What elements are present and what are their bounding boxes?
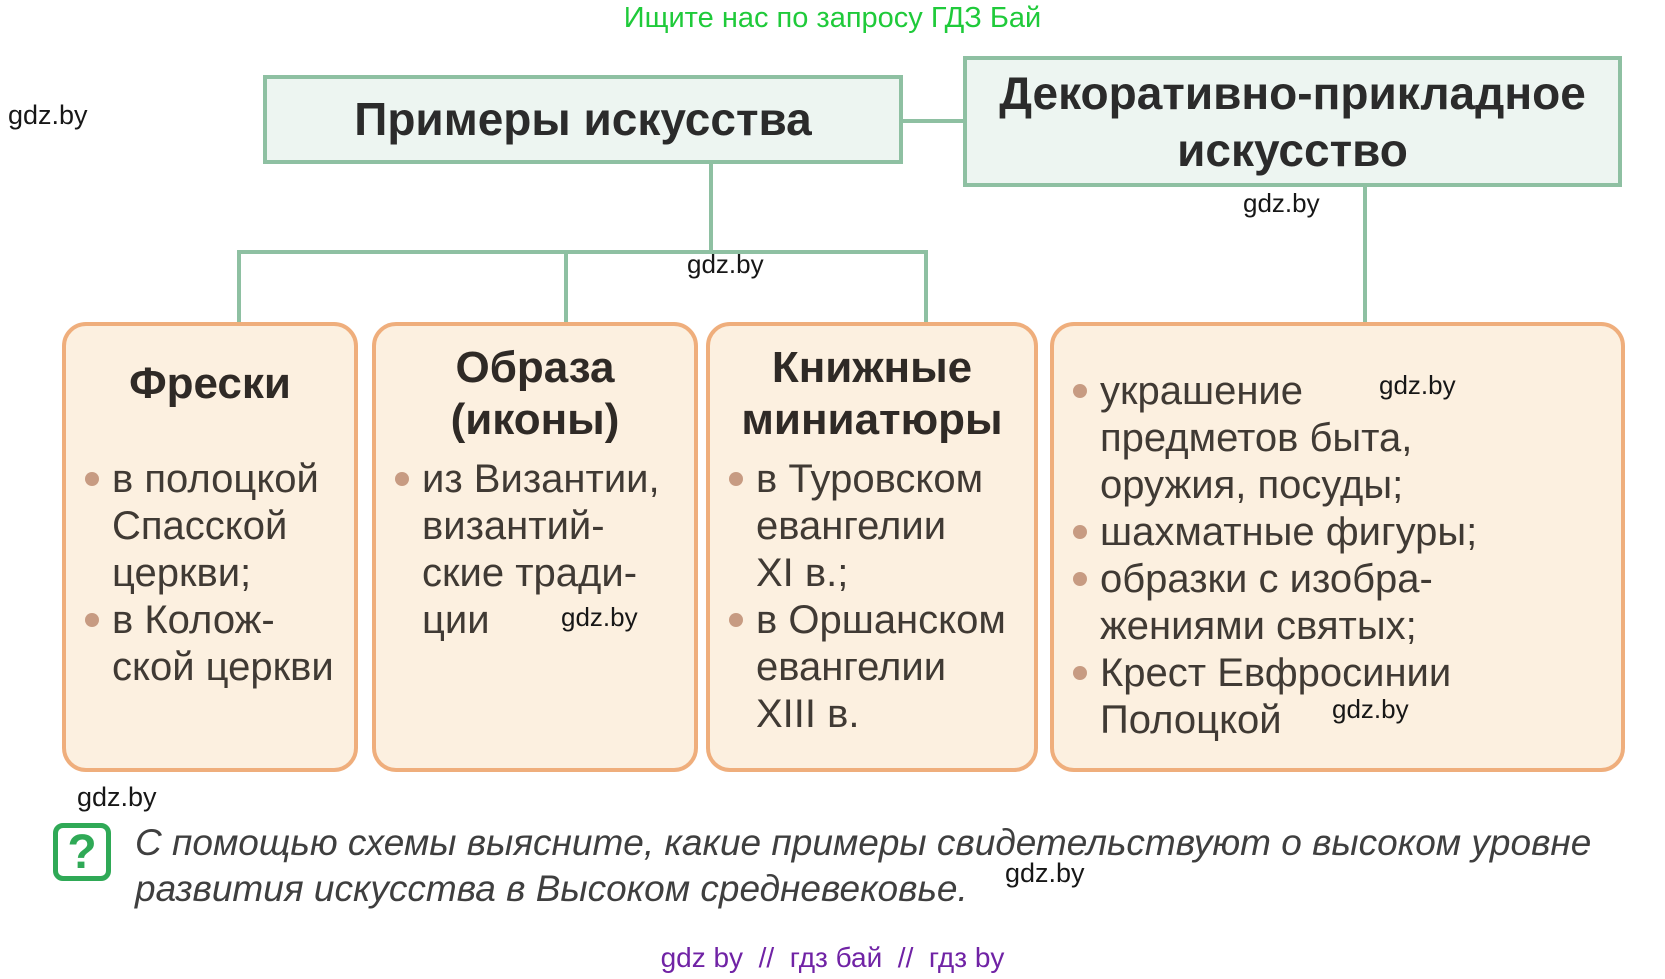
watermark-gdzby: gdz.by <box>8 100 88 130</box>
question-line-2: развития искусства в Высоком средневеков… <box>135 868 968 909</box>
box-knizhnye-miniatyury: Книжные миниатюры в Туровском евангелии … <box>706 322 1038 772</box>
bullet-dot-icon <box>729 613 743 627</box>
box-title: Фрески <box>129 359 291 408</box>
bullet-text: из Византии, византий- ские тради- ции <box>422 457 660 642</box>
bullet-dot-icon <box>85 613 99 627</box>
node-dekorativno-prikladnoe: Декоративно-прикладное искусство <box>963 56 1622 187</box>
question-mark-icon: ? <box>53 823 111 881</box>
bullet-list: из Византии, византий- ские тради- ции <box>376 456 694 644</box>
watermark-gdzby: gdz.by <box>1379 370 1456 400</box>
watermark-gdzby: gdz.by <box>687 249 764 279</box>
box-dekorativno-primery: украшение предметов быта, оружия, посуды… <box>1050 322 1625 772</box>
bullet-item: в Колож- ской церкви <box>85 597 340 691</box>
question-line-1: С помощью схемы выясните, какие примеры … <box>135 822 1592 863</box>
connector-branch-horizontal <box>237 250 928 254</box>
bullet-text: украшение предметов быта, оружия, посуды… <box>1100 369 1413 507</box>
box-title: Образа (иконы) <box>450 343 620 444</box>
promo-text: Ищите нас по запросу ГДЗ Бай <box>623 2 1042 34</box>
bullet-item: в полоцкой Спасской церкви; <box>85 456 340 597</box>
box-freski: Фрески в полоцкой Спасской церкви;в Коло… <box>62 322 358 772</box>
bullet-dot-icon <box>1073 572 1087 586</box>
connector-drop-box2 <box>564 254 568 322</box>
bullet-text: в Колож- ской церкви <box>112 598 334 689</box>
connector-drop-box3 <box>924 254 928 322</box>
node-primery-iskusstva: Примеры искусства <box>263 75 903 164</box>
bullet-text: шахматные фигуры; <box>1100 510 1478 554</box>
connector-left-root-stem <box>709 164 713 254</box>
box-title: Книжные миниатюры <box>741 343 1003 444</box>
connector-drop-box1 <box>237 254 241 322</box>
bullet-list: украшение предметов быта, оружия, посуды… <box>1054 368 1621 744</box>
bullet-item: Крест Евфросинии Полоцкой <box>1073 650 1607 744</box>
bullet-text: образки с изобра- жениями святых; <box>1100 557 1433 648</box>
connector-right-root-stem <box>1363 187 1367 322</box>
watermark-gdzby: gdz.by <box>561 602 638 632</box>
bullet-text: Крест Евфросинии Полоцкой <box>1100 651 1452 742</box>
bullet-dot-icon <box>1073 525 1087 539</box>
watermark-gdzby: gdz.by <box>1243 188 1320 218</box>
question-mark-glyph: ? <box>67 825 97 879</box>
bullet-item: в Туровском евангелии XI в.; <box>729 456 1020 597</box>
bullet-dot-icon <box>395 472 409 486</box>
watermark-gdzby: gdz.by <box>77 782 157 812</box>
bullet-item: из Византии, византий- ские тради- ции <box>395 456 680 644</box>
question-text: С помощью схемы выясните, какие примеры … <box>135 820 1645 912</box>
bullet-list: в Туровском евангелии XI в.;в Оршанском … <box>710 456 1034 738</box>
bullet-item: украшение предметов быта, оружия, посуды… <box>1073 368 1607 509</box>
bullet-dot-icon <box>729 472 743 486</box>
bullet-item: шахматные фигуры; <box>1073 509 1607 556</box>
bullet-dot-icon <box>1073 666 1087 680</box>
bullet-dot-icon <box>1073 384 1087 398</box>
bullet-list: в полоцкой Спасской церкви;в Колож- ской… <box>66 456 354 691</box>
bullet-item: образки с изобра- жениями святых; <box>1073 556 1607 650</box>
watermark-gdzby: gdz.by <box>1332 694 1409 724</box>
bullet-text: в полоцкой Спасской церкви; <box>112 457 319 595</box>
box-obraza-ikony: Образа (иконы) из Византии, византий- ск… <box>372 322 698 772</box>
connector-roots-horizontal <box>903 119 963 123</box>
bullet-text: в Туровском евангелии XI в.; <box>756 457 984 595</box>
bullet-item: в Оршанском евангелии XIII в. <box>729 597 1020 738</box>
watermark-gdzby: gdz.by <box>1005 858 1085 888</box>
site-footer-text: gdz by // гдз бай // гдз by <box>660 942 1005 973</box>
bullet-text: в Оршанском евангелии XIII в. <box>756 598 1006 736</box>
bullet-dot-icon <box>85 472 99 486</box>
